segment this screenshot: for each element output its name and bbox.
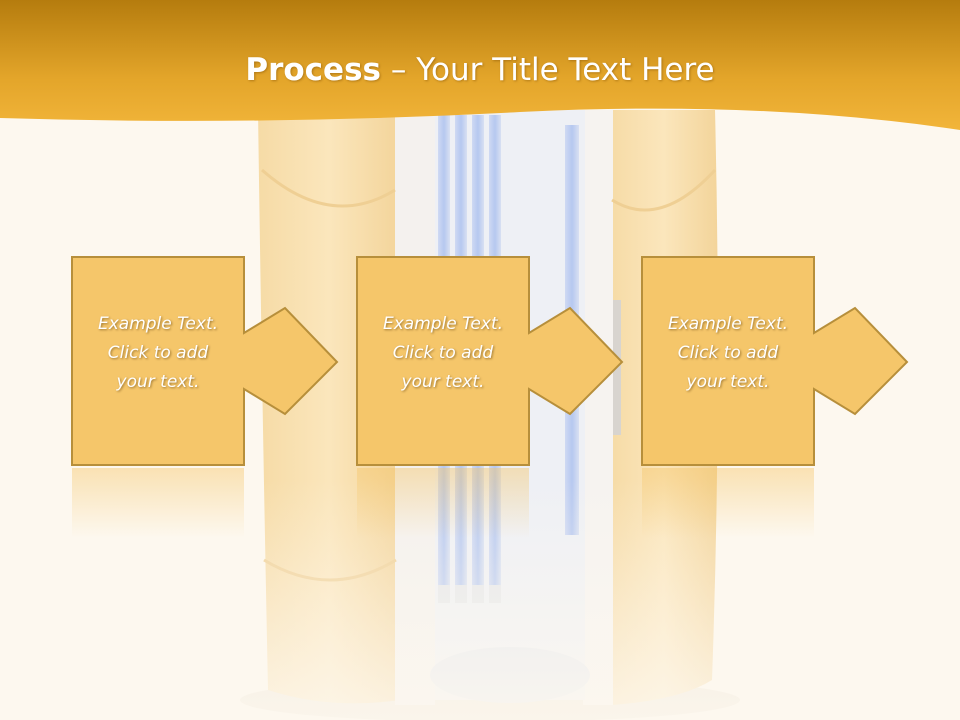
step-text: Example Text. Click to add your text. — [643, 310, 813, 397]
step-text-line-2: Click to add — [107, 343, 209, 363]
step-text-line-3: your text. — [116, 372, 200, 392]
step-arrow-shape — [641, 256, 909, 466]
step-text-line-3: your text. — [686, 372, 770, 392]
step-text: Example Text. Click to add your text. — [358, 310, 528, 397]
step-text-line-2: Click to add — [392, 343, 494, 363]
process-step-2[interactable]: Example Text. Click to add your text. — [356, 256, 624, 466]
process-step-1[interactable]: Example Text. Click to add your text. — [71, 256, 339, 466]
step-reflection — [357, 468, 529, 538]
title-rest-part: – Your Title Text Here — [381, 52, 715, 88]
slide-title[interactable]: Process – Your Title Text Here — [0, 52, 960, 88]
step-text-line-1: Example Text. — [667, 314, 789, 334]
step-text-line-1: Example Text. — [97, 314, 219, 334]
step-text: Example Text. Click to add your text. — [73, 310, 243, 397]
title-bold-part: Process — [245, 52, 381, 88]
step-text-line-3: your text. — [401, 372, 485, 392]
step-text-line-1: Example Text. — [382, 314, 504, 334]
step-text-line-2: Click to add — [677, 343, 779, 363]
step-reflection — [642, 468, 814, 538]
step-arrow-shape — [71, 256, 339, 466]
step-reflection — [72, 468, 244, 538]
step-arrow-shape — [356, 256, 624, 466]
process-step-3[interactable]: Example Text. Click to add your text. — [641, 256, 909, 466]
